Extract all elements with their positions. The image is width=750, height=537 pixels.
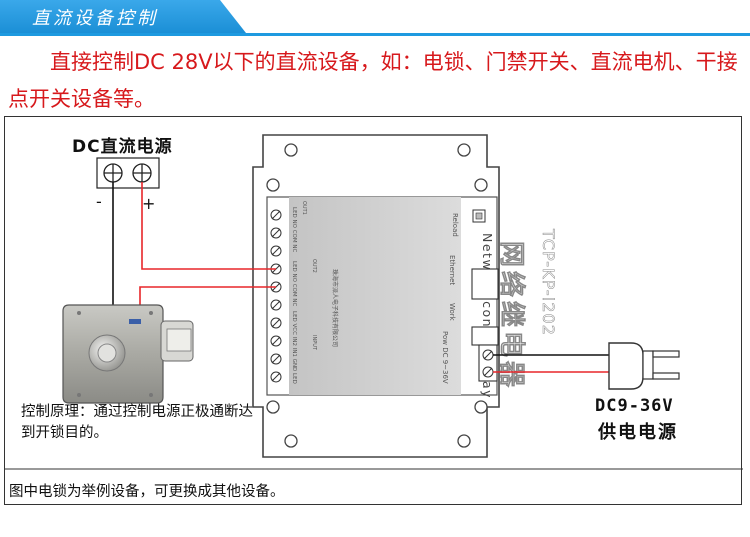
svg-text:LED VCC IN2 IN1 GND LED: LED VCC IN2 IN1 GND LED — [291, 311, 297, 384]
negative-label: - — [96, 192, 102, 211]
power-adapter-icon — [608, 342, 680, 390]
mount-hole-icon — [266, 178, 280, 192]
svg-text:TCP-KP-I202: TCP-KP-I202 — [539, 228, 558, 336]
electric-lock-icon — [62, 304, 194, 404]
mount-hole-icon — [457, 143, 471, 157]
mount-hole-icon — [474, 400, 488, 414]
mount-hole-icon — [266, 400, 280, 414]
mount-hole-icon — [474, 178, 488, 192]
positive-wire-out — [139, 286, 276, 307]
dc-source-terminal — [96, 157, 160, 189]
svg-text:OUT2: OUT2 — [311, 259, 317, 273]
section-title: 直流设备控制 — [32, 8, 158, 29]
left-terminal-strip — [270, 209, 282, 383]
mount-hole-icon — [284, 434, 298, 448]
section-header-tab: 直流设备控制 — [0, 0, 246, 33]
svg-text:Reload: Reload — [451, 213, 459, 237]
power-voltage-label: DC9-36V — [595, 396, 674, 416]
ethernet-port-icon — [471, 268, 499, 300]
footer-note: 图中电锁为举例设备，可更换成其他设备。 — [9, 484, 285, 500]
svg-text:LED NO COM NC: LED NO COM NC — [291, 207, 297, 252]
positive-label: + — [142, 194, 156, 213]
wiring-diagram-svg: Reload 网络继电器 Network control relay TCP-K… — [5, 134, 743, 470]
intro-paragraph: 直接控制DC 28V以下的直流设备，如：电锁、门禁开关、直流电机、干接点开关设备… — [8, 50, 738, 111]
mount-hole-icon — [284, 143, 298, 157]
svg-text:Work: Work — [448, 303, 456, 322]
power-supply-label: 供电电源 — [598, 422, 678, 443]
svg-text:网络继电器: 网络继电器 — [496, 241, 527, 391]
svg-text:INPUT: INPUT — [311, 335, 317, 351]
relay-module: Reload 网络继电器 Network control relay TCP-K… — [252, 134, 558, 458]
dc-source-label: DC直流电源 — [72, 137, 173, 157]
positive-wire-in — [141, 182, 276, 270]
control-principle-text: 控制原理：通过控制电源正极通断达到开锁目的。 — [21, 404, 253, 441]
wiring-diagram: Reload 网络继电器 Network control relay TCP-K… — [4, 116, 743, 505]
svg-text:Pow DC 9~36V: Pow DC 9~36V — [441, 331, 449, 384]
svg-text:珠海市派人电子科技有限公司: 珠海市派人电子科技有限公司 — [331, 269, 339, 347]
svg-text:LED NO COM NC: LED NO COM NC — [291, 261, 297, 306]
svg-text:Ethernet: Ethernet — [448, 255, 456, 285]
svg-text:OUT1: OUT1 — [301, 201, 307, 215]
mount-hole-icon — [457, 434, 471, 448]
header-divider — [0, 33, 750, 36]
module-label-panel — [289, 197, 461, 395]
header-tab-shape — [0, 0, 246, 33]
